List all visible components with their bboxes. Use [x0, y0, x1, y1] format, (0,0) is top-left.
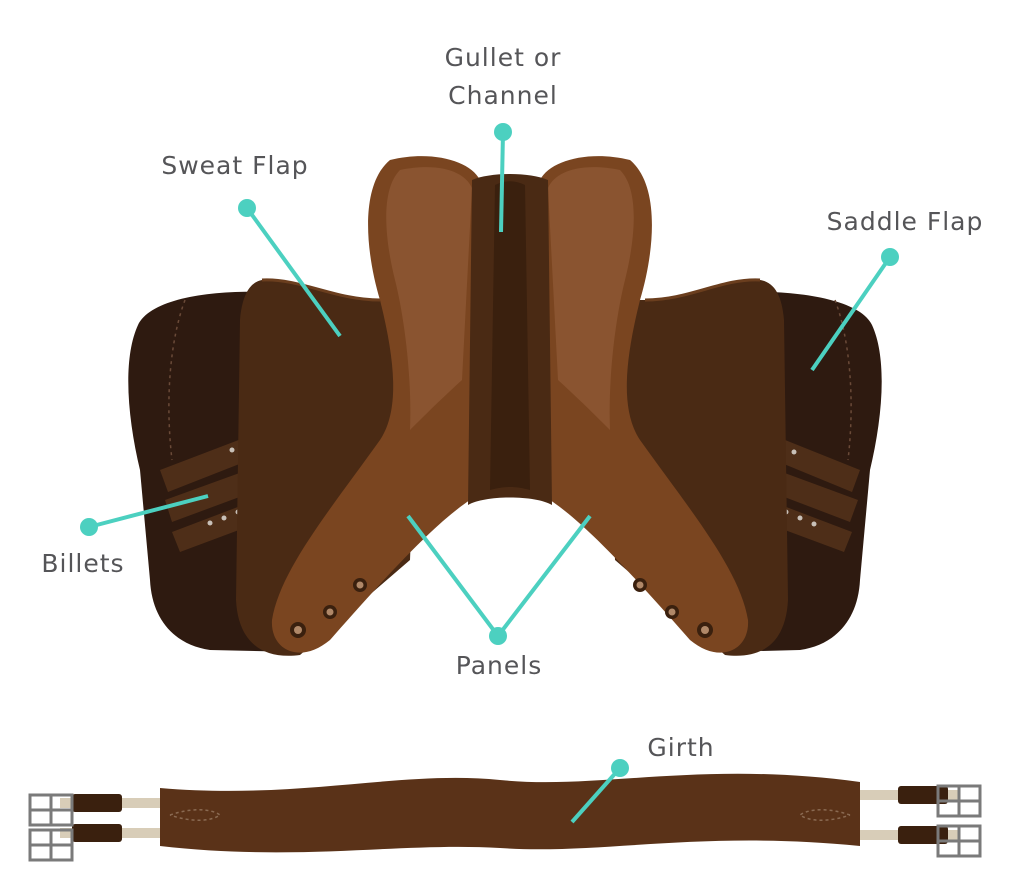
pointer-panels: [406, 514, 592, 645]
circle-dot-icon: [881, 248, 899, 266]
pointer-billets: [80, 494, 209, 536]
circle-dot-icon: [611, 759, 629, 777]
label-billets: Billets: [41, 549, 125, 578]
pointer-saddle-flap: [810, 248, 899, 372]
buckle-icon: [28, 784, 982, 862]
label-sweat-flap: Sweat Flap: [161, 151, 309, 180]
pointer-sweat-flap: [238, 199, 342, 338]
pointer-girth: [570, 759, 629, 824]
circle-dot-icon: [238, 199, 256, 217]
label-saddle-flap: Saddle Flap: [826, 207, 984, 236]
label-gullet-line1: Gullet or: [444, 43, 562, 72]
label-panels: Panels: [455, 651, 543, 680]
label-gullet: Gullet or Channel: [415, 39, 591, 115]
circle-dot-icon: [80, 518, 98, 536]
pointer-gullet: [494, 123, 512, 233]
circle-dot-icon: [489, 627, 507, 645]
label-girth: Girth: [647, 733, 715, 762]
label-gullet-line2: Channel: [448, 81, 558, 110]
saddle-panels: [271, 156, 749, 653]
circle-dot-icon: [494, 123, 512, 141]
girth: [60, 773, 960, 853]
